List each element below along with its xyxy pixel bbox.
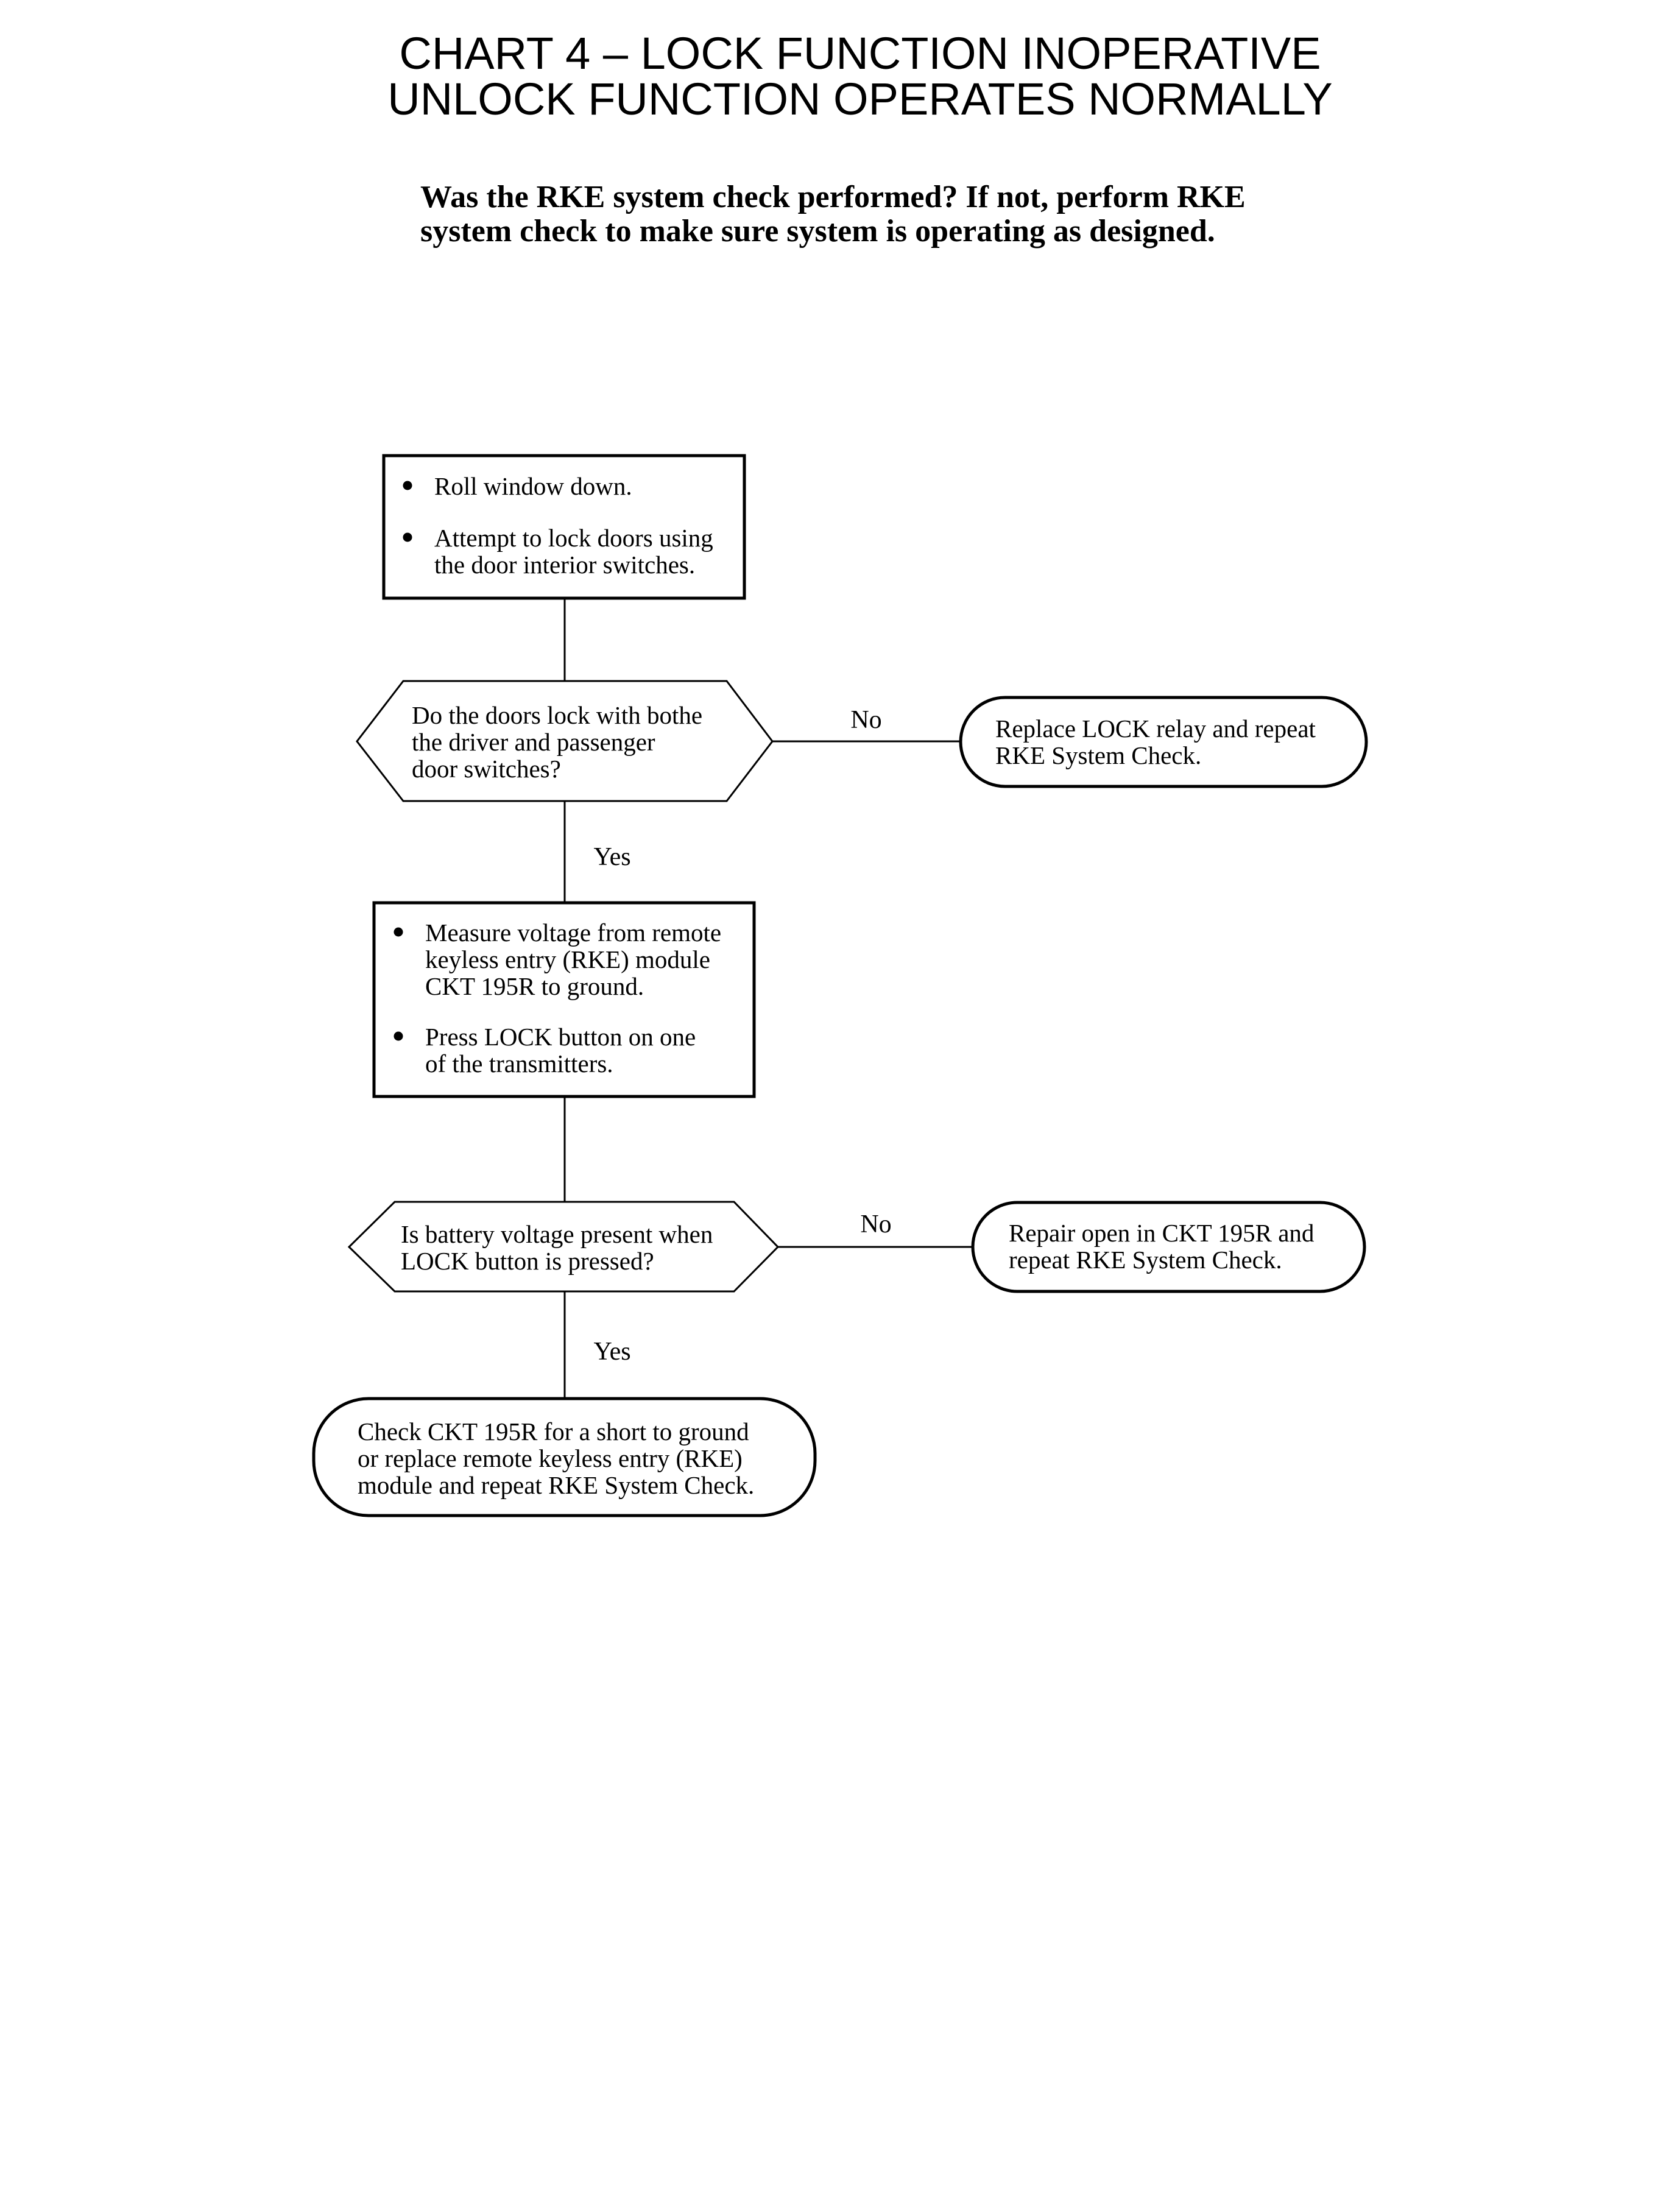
result3-line-1: Check CKT 195R for a short to ground [358, 1417, 749, 1446]
bullet-icon [403, 532, 412, 542]
step-box-measure-voltage: Measure voltage from remote keyless entr… [372, 901, 756, 1098]
step2-bullet2-line-2: of the transmitters. [425, 1050, 613, 1078]
chart-title-line-1: CHART 4 – LOCK FUNCTION INOPERATIVE [399, 28, 1321, 79]
intro-line-2: system check to make sure system is oper… [420, 214, 1215, 249]
result-check-short-to-ground: Check CKT 195R for a short to ground or … [312, 1397, 817, 1517]
step2-bullet1-line-2: keyless entry (RKE) module [425, 945, 710, 973]
step2-bullet1-line-3: CKT 195R to ground. [425, 972, 644, 1000]
result2-line-1: Repair open in CKT 195R and [1009, 1219, 1314, 1247]
result1-line-1: Replace LOCK relay and repeat [995, 715, 1316, 743]
decision1-line-3: door switches? [412, 755, 561, 783]
result3-line-3: module and repeat RKE System Check. [358, 1471, 754, 1499]
decision-battery-voltage: Is battery voltage present when LOCK but… [347, 1201, 780, 1293]
decision2-line-1: Is battery voltage present when [401, 1220, 713, 1248]
result2-line-2: repeat RKE System Check. [1009, 1246, 1282, 1274]
result1-line-2: RKE System Check. [995, 741, 1201, 769]
step-box-roll-window: Roll window down. Attempt to lock doors … [382, 454, 746, 600]
edge-label-yes-1: Yes [593, 843, 630, 871]
edge-label-no-2: No [860, 1210, 891, 1238]
bullet-icon [394, 1031, 403, 1041]
step2-bullet2-line-1: Press LOCK button on one [425, 1023, 696, 1051]
result-repair-open-circuit: Repair open in CKT 195R and repeat RKE S… [971, 1201, 1366, 1293]
chart-title-line-2: UNLOCK FUNCTION OPERATES NORMALLY [387, 74, 1332, 124]
decision2-line-2: LOCK button is pressed? [401, 1247, 654, 1275]
result3-line-2: or replace remote keyless entry (RKE) [358, 1444, 743, 1472]
step1-bullet2-line-1: Attempt to lock doors using [434, 524, 713, 552]
decision1-line-1: Do the doors lock with bothe [412, 701, 702, 729]
step2-bullet1-line-1: Measure voltage from remote [425, 919, 721, 947]
bullet-icon [394, 927, 403, 937]
decision-doors-lock: Do the doors lock with bothe the driver … [356, 680, 774, 802]
result-replace-lock-relay: Replace LOCK relay and repeat RKE System… [959, 696, 1368, 788]
edge-label-yes-2: Yes [593, 1338, 630, 1366]
step1-bullet2-line-2: the door interior switches. [434, 551, 695, 579]
decision1-line-2: the driver and passenger [412, 728, 655, 756]
edge-label-no-1: No [850, 706, 881, 734]
step1-bullet1-line-1: Roll window down. [434, 472, 632, 500]
intro-line-1: Was the RKE system check performed? If n… [420, 180, 1246, 214]
bullet-icon [403, 481, 412, 490]
